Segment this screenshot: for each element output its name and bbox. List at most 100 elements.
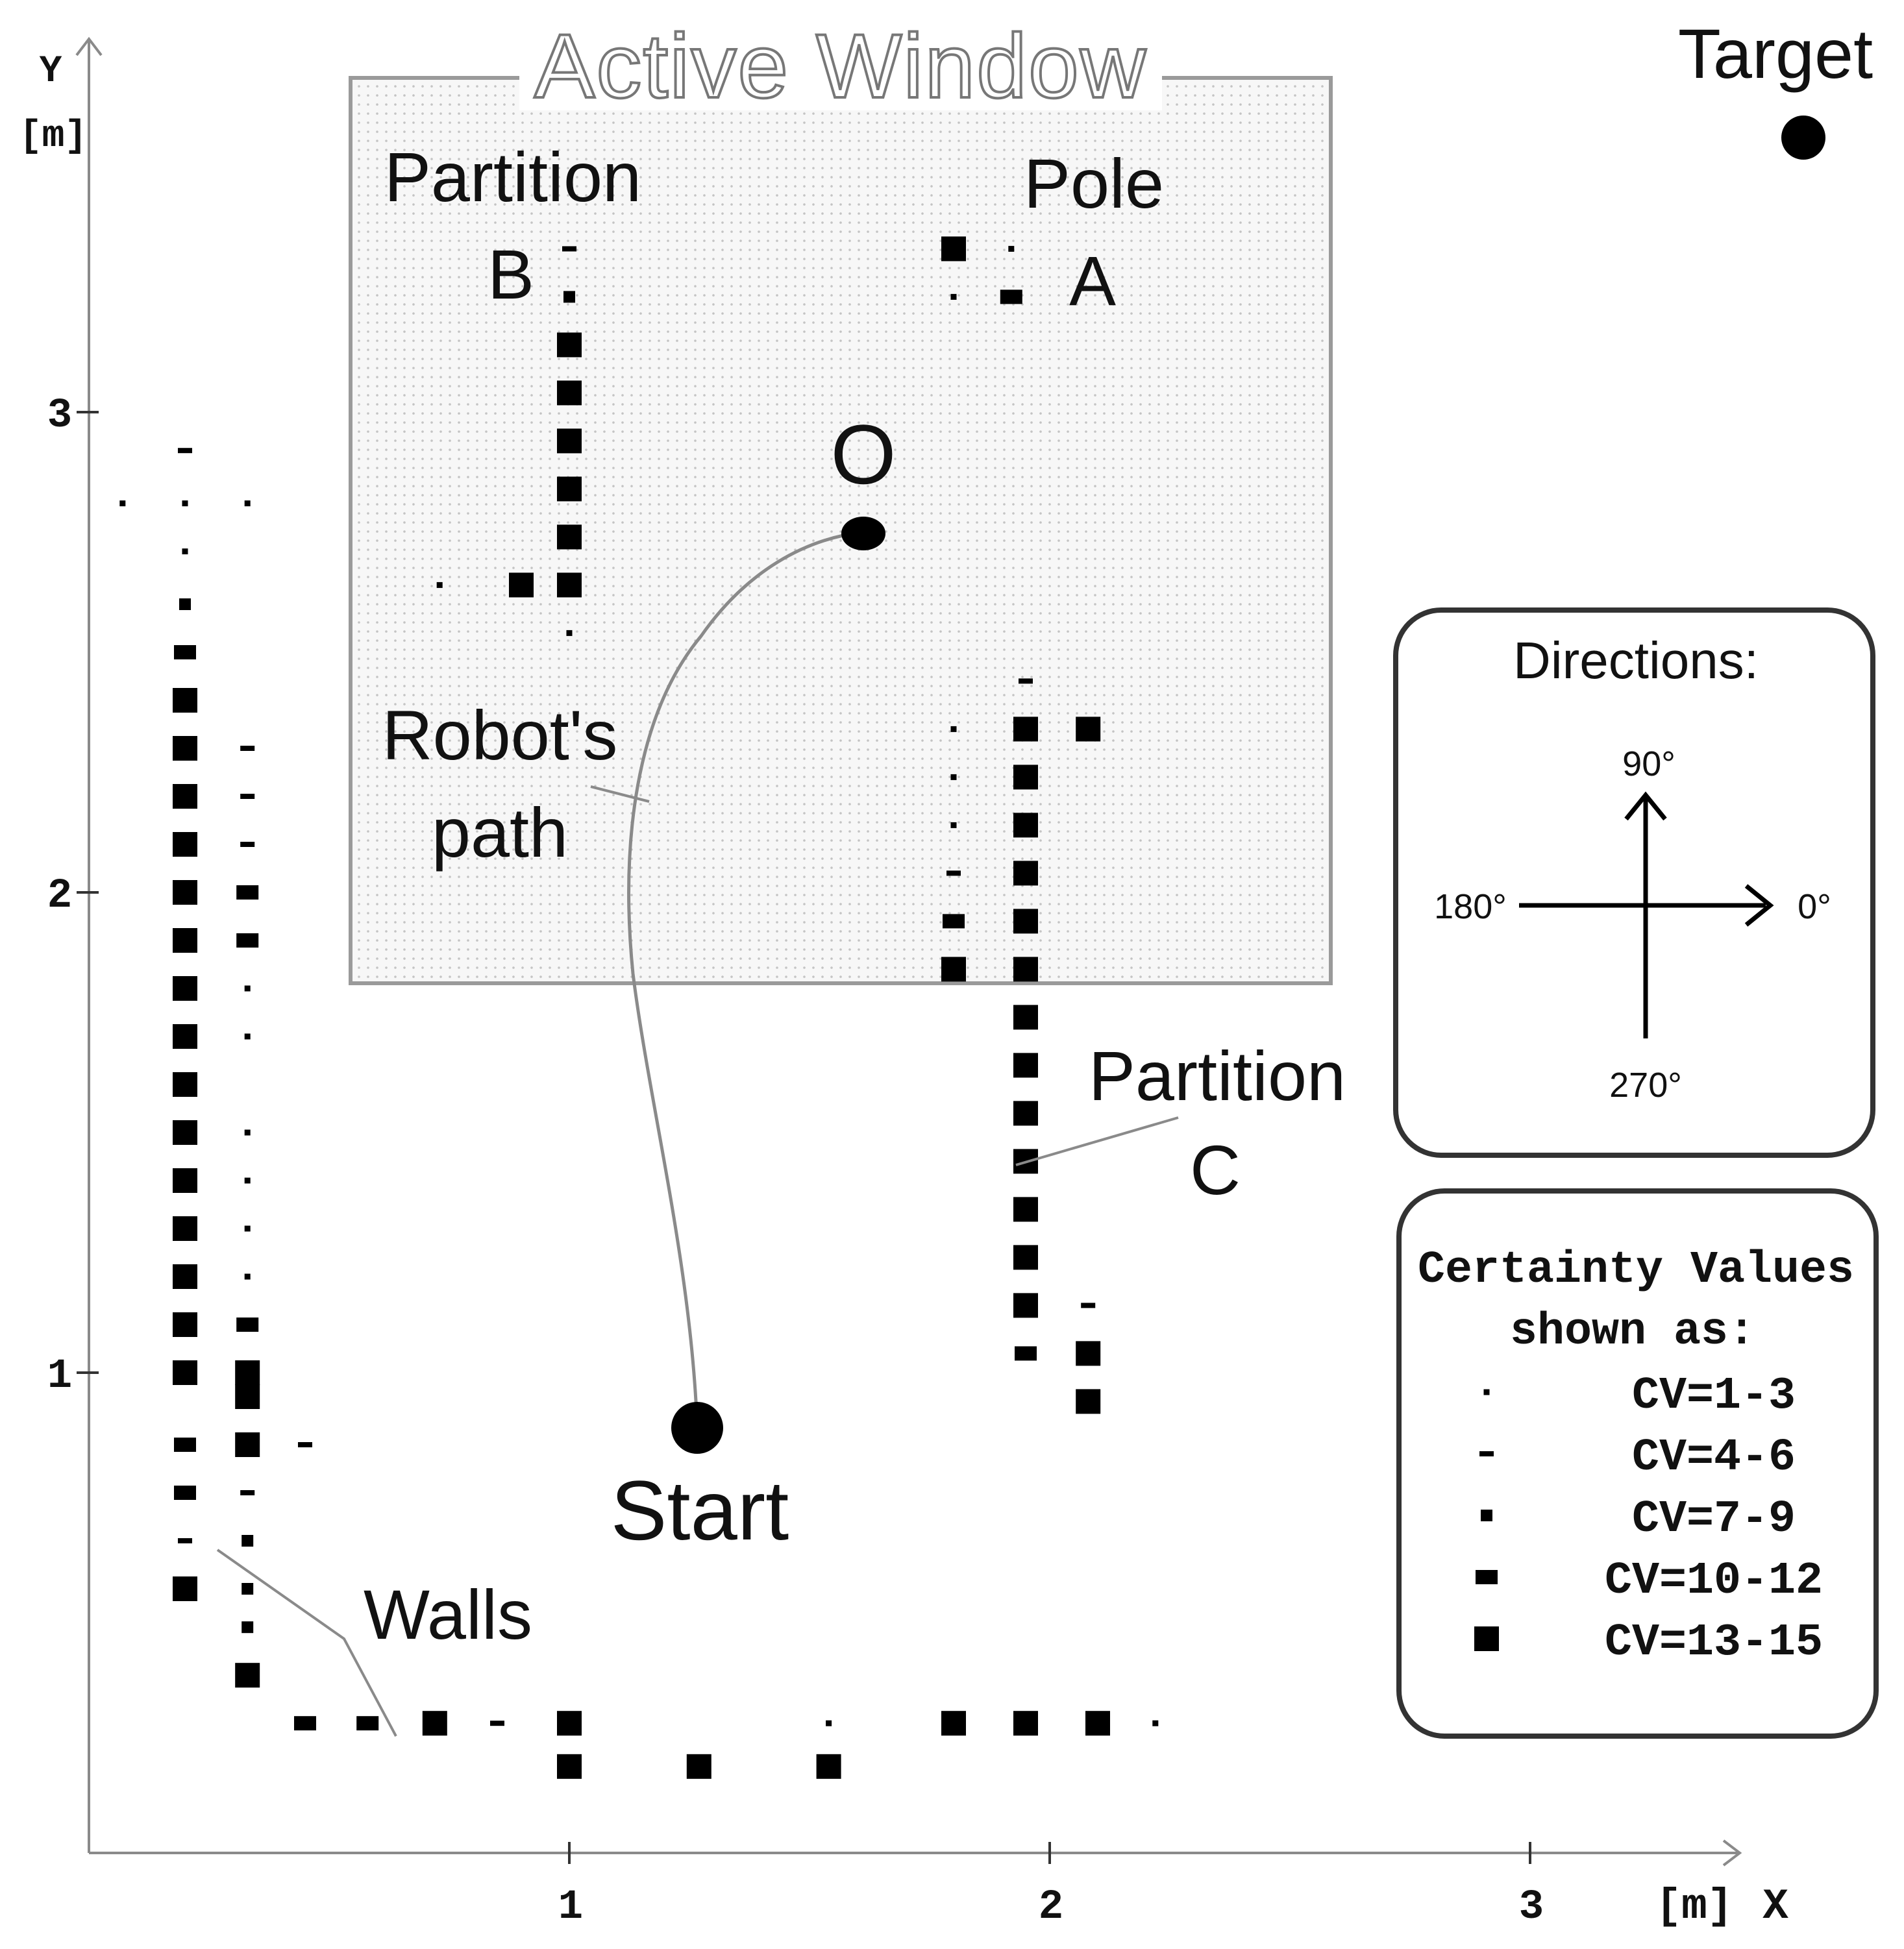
certainty-cell [294, 1716, 316, 1731]
certainty-cell [941, 236, 966, 262]
compass-cross [1519, 798, 1766, 1038]
certainty-cell [240, 842, 255, 847]
certainty-cell [182, 548, 188, 555]
target-label: Target [1678, 14, 1873, 93]
certainty-cell [557, 1754, 582, 1779]
y-tick-label: 2 [47, 873, 72, 920]
certainty-cell [173, 1024, 197, 1049]
x-axis-name: X [1762, 1882, 1788, 1931]
certainty-cell [557, 1711, 582, 1736]
certainty-cell [173, 1264, 197, 1289]
x-tick-label: 2 [1039, 1884, 1063, 1931]
certainty-cell [563, 291, 575, 303]
x-axis-arrowhead [1722, 1839, 1742, 1867]
certainty-cell [826, 1720, 832, 1726]
certainty-cell [235, 1663, 260, 1688]
target-marker [1781, 116, 1825, 160]
y-axis-arrowhead [75, 36, 103, 56]
y-axis-name: Y [40, 51, 62, 93]
certainty-cell [240, 746, 255, 751]
partition-c-letter: C [1190, 1131, 1241, 1209]
partition-b-label: Partition [384, 138, 641, 216]
certainty-cell [490, 1721, 504, 1726]
certainty-cell [244, 1033, 251, 1040]
certainty-cell [244, 500, 251, 507]
certainty-cell [173, 1576, 197, 1601]
certainty-legend: Certainty Values shown as: CV=1-3CV=4-6C… [1396, 1188, 1879, 1739]
certainty-cell [509, 572, 534, 598]
certainty-cell [1013, 1245, 1038, 1270]
certainty-cell [557, 380, 582, 406]
certainty-cell [1085, 1711, 1110, 1736]
certainty-cell [174, 645, 196, 659]
directions-box: Directions: 90° 180° 0° 270° [1393, 607, 1875, 1158]
certainty-cell [241, 1535, 254, 1547]
certainty-cell [686, 1754, 711, 1779]
certainty-cell [1013, 717, 1038, 742]
certainty-cell [941, 957, 966, 982]
pole-label: Pole [1024, 144, 1164, 223]
certainty-cell [240, 1490, 255, 1495]
legend-item-label: CV=10-12 [1605, 1556, 1823, 1607]
legend-swatch [1474, 1626, 1499, 1651]
legend-subtitle: shown as: [1510, 1306, 1755, 1358]
certainty-cell [1015, 1346, 1037, 1361]
certainty-cell [1000, 289, 1022, 304]
certainty-cell [557, 524, 582, 550]
certainty-cell [1008, 245, 1015, 252]
certainty-cell [173, 784, 197, 809]
certainty-cell [356, 1716, 379, 1731]
directions-title: Directions: [1513, 631, 1759, 689]
legend-item-label: CV=7-9 [1632, 1494, 1796, 1545]
legend-swatch [1481, 1510, 1492, 1521]
y-ticks: 123 [47, 393, 99, 1400]
certainty-cell [1076, 1341, 1101, 1366]
x-axis-unit: [m] [1656, 1882, 1733, 1931]
certainty-cell [235, 1432, 260, 1457]
robot-path-label-2: path [432, 793, 568, 872]
certainty-cell [1013, 1293, 1038, 1318]
certainty-cell [173, 1072, 197, 1097]
certainty-cell [235, 1360, 260, 1385]
certainty-cell [1081, 1303, 1096, 1308]
certainty-cell [1013, 1711, 1038, 1736]
direction-south: 270° [1609, 1066, 1682, 1105]
certainty-cell [173, 1312, 197, 1337]
certainty-cell [182, 500, 188, 507]
certainty-cell [244, 985, 251, 992]
partition-b-letter: B [488, 235, 534, 313]
certainty-cell [1013, 957, 1038, 982]
partition-c-label: Partition [1089, 1036, 1346, 1115]
certainty-cell [950, 293, 957, 300]
certainty-cell [816, 1754, 841, 1779]
legend-swatch [1483, 1389, 1490, 1395]
start-marker [671, 1402, 723, 1454]
walls-label: Walls [364, 1575, 532, 1654]
certainty-cell [174, 1486, 196, 1500]
certainty-cell [173, 880, 197, 905]
east-arrowhead [1744, 884, 1774, 927]
certainty-cell [173, 1360, 197, 1385]
certainty-cell [244, 1177, 251, 1184]
certainty-cell [173, 1120, 197, 1145]
certainty-cell [1013, 1005, 1038, 1030]
y-tick-label: 3 [47, 393, 72, 439]
active-window-title-backdrop [519, 39, 1162, 110]
active-window [349, 76, 1333, 985]
certainty-cell [244, 1273, 251, 1280]
legend-swatch [1479, 1451, 1494, 1456]
certainty-cell [244, 1225, 251, 1232]
robot-path [627, 530, 864, 1428]
certainty-cell [178, 448, 192, 454]
certainty-cell [557, 476, 582, 502]
robot-path-leader [590, 785, 650, 803]
certainty-cell [1013, 765, 1038, 790]
certainty-cell [422, 1711, 447, 1736]
certainty-cell [950, 726, 957, 732]
certainty-cell [173, 736, 197, 761]
certainty-cell [178, 1538, 192, 1543]
y-axis-unit: [m] [19, 116, 87, 158]
certainty-cell [943, 914, 965, 929]
certainty-cell [946, 870, 961, 876]
